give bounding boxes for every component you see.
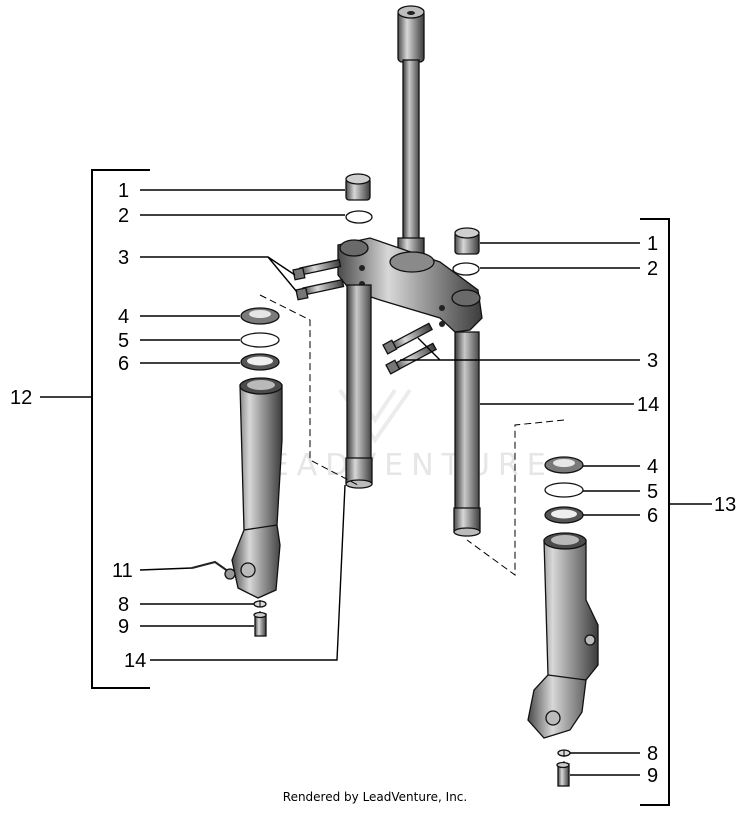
callout-1-left: 1 <box>118 180 129 202</box>
callout-13: 13 <box>714 494 736 516</box>
callout-1-right: 1 <box>647 233 658 255</box>
dust-seal-left <box>240 307 280 325</box>
bolt-left <box>253 611 267 637</box>
clamp-bolts-left <box>292 258 345 301</box>
callout-6-right: 6 <box>647 505 658 527</box>
footer-credit: Rendered by LeadVenture, Inc. <box>282 790 468 804</box>
clamp-bolts-right <box>382 322 438 375</box>
callout-3-right: 3 <box>647 350 658 372</box>
fork-tube-right <box>453 331 481 537</box>
assembly-guides <box>259 294 565 762</box>
callout-5-right: 5 <box>647 481 658 503</box>
outer-tube-left <box>231 377 283 599</box>
callout-11: 11 <box>112 560 133 582</box>
sensor-cable <box>191 560 236 580</box>
callout-14-right: 14 <box>637 394 659 416</box>
callout-8-left: 8 <box>118 594 129 616</box>
callout-5-left: 5 <box>118 330 129 352</box>
bracket-left <box>91 169 150 689</box>
oil-seal-right <box>544 506 584 524</box>
callouts-right: 1 2 3 14 4 5 6 13 8 9 <box>637 233 736 787</box>
callout-9-left: 9 <box>118 616 129 638</box>
o-ring-right <box>452 262 480 276</box>
bracket-right <box>640 218 670 806</box>
outer-tube-right <box>527 532 599 739</box>
clip-ring-left <box>240 332 280 348</box>
callout-4-left: 4 <box>118 306 129 328</box>
leaders-left <box>40 189 346 661</box>
dust-seal-right <box>544 456 584 474</box>
callout-14-left: 14 <box>124 650 146 672</box>
cap-right <box>454 227 480 255</box>
bolt-right <box>556 761 570 787</box>
callout-3-left: 3 <box>118 247 129 269</box>
oil-seal-left <box>240 353 280 371</box>
callout-9-right: 9 <box>647 765 658 787</box>
watermark-text: LEADVENTURE <box>245 448 554 483</box>
callout-6-left: 6 <box>118 353 129 375</box>
cap-left <box>345 173 371 201</box>
clip-ring-right <box>544 482 584 498</box>
callout-4-right: 4 <box>647 456 658 478</box>
callout-2-left: 2 <box>118 205 129 227</box>
fork-tube-left <box>345 284 373 489</box>
watermark: LEADVENTURE <box>245 388 554 483</box>
callouts-left: 1 2 3 4 5 6 12 11 8 9 14 <box>10 180 146 672</box>
steering-stem <box>397 5 425 261</box>
lower-triple-clamp <box>337 237 483 333</box>
callout-12: 12 <box>10 387 32 409</box>
leaders-right <box>400 242 712 776</box>
callout-2-right: 2 <box>647 258 658 280</box>
callout-8-right: 8 <box>647 743 658 765</box>
o-ring-left <box>345 210 373 224</box>
